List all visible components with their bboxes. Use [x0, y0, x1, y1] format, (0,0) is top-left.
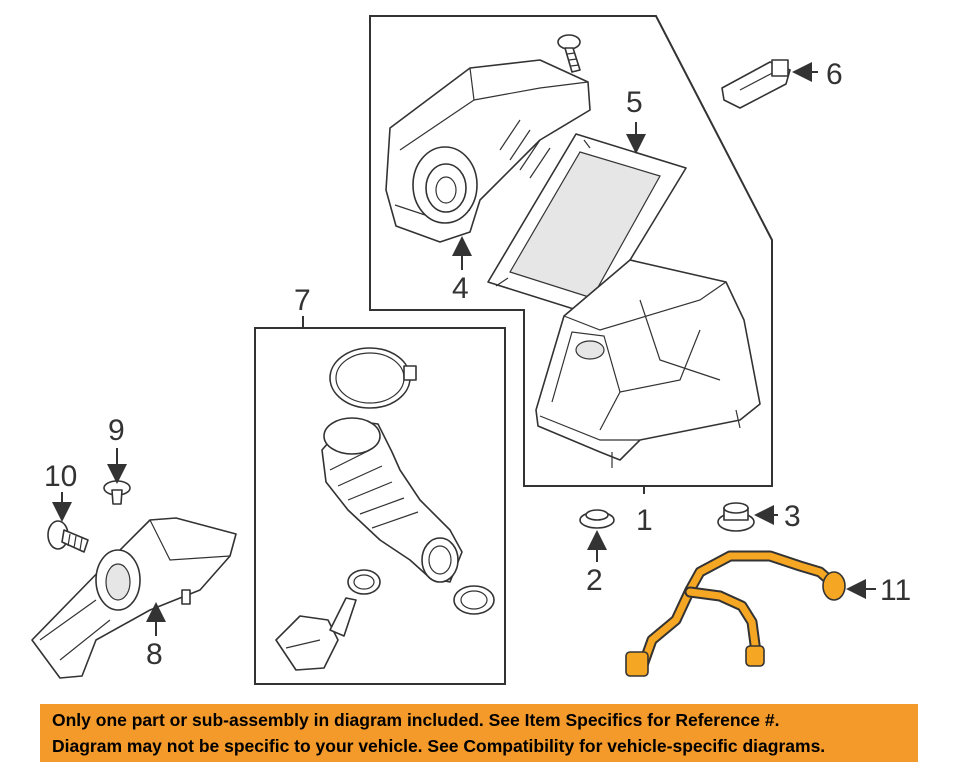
intake-duct-group-outline	[254, 327, 506, 685]
callout-3: 3	[784, 500, 801, 533]
disclaimer-banner: Only one part or sub-assembly in diagram…	[40, 704, 918, 762]
parts-diagram: 1 2 3 4 5 6 7 8 9 10 11	[31, 15, 911, 685]
pcv-hose-highlighted[interactable]	[625, 550, 846, 677]
housing-bolt[interactable]	[557, 34, 581, 73]
intake-duct[interactable]	[321, 417, 463, 583]
callout-10: 10	[44, 460, 77, 493]
callout-2: 2	[586, 564, 603, 597]
air-inlet-duct[interactable]	[31, 517, 237, 679]
callout-7: 7	[294, 284, 311, 317]
callout-4: 4	[452, 272, 469, 305]
grommet-3[interactable]	[717, 502, 755, 532]
air-cleaner-group-outline	[369, 15, 773, 487]
callout-5: 5	[626, 86, 643, 119]
clamp-ring[interactable]	[329, 347, 417, 409]
callout-1: 1	[636, 504, 653, 537]
callout-6: 6	[826, 58, 843, 91]
grommet-2[interactable]	[579, 509, 615, 529]
hose-clamp-small[interactable]	[347, 569, 381, 595]
hose-clamp-large[interactable]	[453, 585, 495, 615]
mass-air-flow-sensor[interactable]	[721, 59, 791, 109]
air-cleaner-lower-housing[interactable]	[535, 259, 761, 468]
air-filter-element[interactable]	[487, 133, 687, 317]
callout-11: 11	[880, 574, 911, 607]
resonator-fitting[interactable]	[275, 597, 357, 671]
callout-8: 8	[146, 638, 163, 671]
disclaimer-line-1: Only one part or sub-assembly in diagram…	[52, 710, 780, 730]
push-pin-retainer[interactable]	[103, 480, 131, 505]
disclaimer-line-2: Diagram may not be specific to your vehi…	[52, 736, 826, 756]
callout-9: 9	[108, 414, 125, 447]
air-cleaner-cover[interactable]	[385, 59, 591, 243]
mounting-bolt[interactable]	[47, 520, 89, 553]
